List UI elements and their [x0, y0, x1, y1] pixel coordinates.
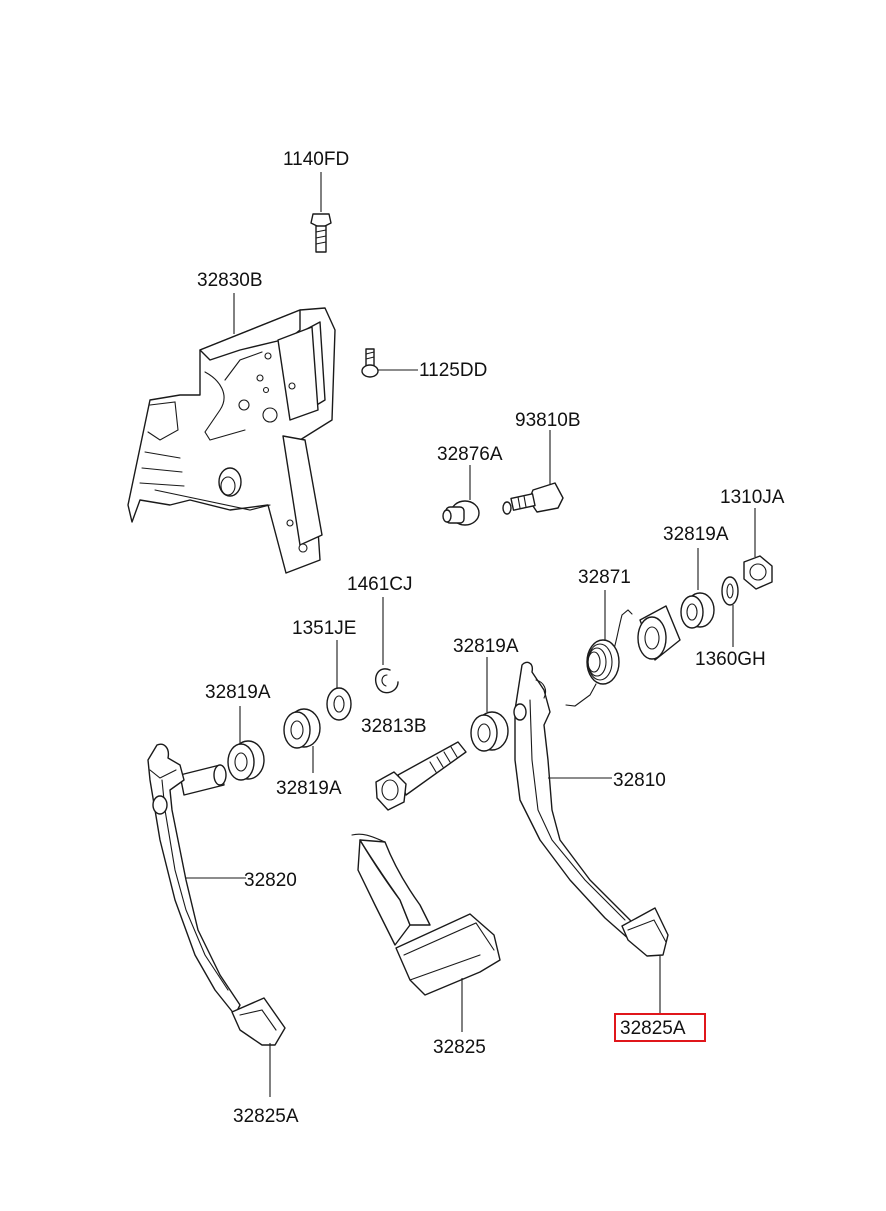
washer-1351je[interactable]	[326, 640, 352, 721]
bracket-32830b[interactable]	[127, 293, 336, 574]
label-32819a-left[interactable]: 32819A	[205, 682, 271, 703]
screw-1125dd[interactable]	[361, 348, 418, 378]
pedal-arm-32820[interactable]	[147, 743, 286, 1046]
switch-93810b[interactable]	[502, 430, 564, 515]
label-32825a-right[interactable]: 32825A	[620, 1018, 686, 1039]
bushing-32819a-bottom[interactable]	[283, 708, 321, 773]
label-1351je[interactable]: 1351JE	[292, 618, 356, 639]
label-1461cj[interactable]: 1461CJ	[347, 574, 413, 595]
label-1140fd[interactable]: 1140FD	[283, 149, 349, 170]
pedal-arm-32810[interactable]	[513, 661, 669, 957]
bolt-32813b[interactable]	[375, 741, 467, 811]
bushing-32819a-top[interactable]	[680, 548, 715, 629]
pedal-pad-32825[interactable]	[351, 833, 501, 1032]
label-1310ja[interactable]: 1310JA	[720, 487, 785, 508]
label-32820[interactable]: 32820	[244, 870, 297, 891]
label-1360gh[interactable]: 1360GH	[695, 649, 766, 670]
label-32871[interactable]: 32871	[578, 567, 631, 588]
collar-sleeve[interactable]	[637, 605, 681, 661]
label-93810b[interactable]: 93810B	[515, 410, 581, 431]
stopper-32876a[interactable]	[442, 465, 480, 526]
label-32876a[interactable]: 32876A	[437, 444, 503, 465]
washer-1360gh[interactable]	[721, 576, 739, 647]
spring-32871[interactable]	[565, 590, 633, 707]
label-32830b[interactable]: 32830B	[197, 270, 263, 291]
highlight-box	[614, 1013, 706, 1042]
label-32810[interactable]: 32810	[613, 770, 666, 791]
nut-1310ja[interactable]	[743, 508, 773, 590]
bolt-1140fd[interactable]	[310, 172, 332, 253]
clip-1461cj[interactable]	[374, 597, 399, 694]
bushing-32819a-mid[interactable]	[470, 657, 509, 752]
label-32825[interactable]: 32825	[433, 1037, 486, 1058]
label-32819a-mid[interactable]: 32819A	[453, 636, 519, 657]
bushing-32819a-left[interactable]	[227, 706, 265, 781]
label-1125dd[interactable]: 1125DD	[419, 360, 487, 381]
label-32819a-top[interactable]: 32819A	[663, 524, 729, 545]
label-32819a-bottom[interactable]: 32819A	[276, 778, 342, 799]
label-32813b[interactable]: 32813B	[361, 716, 427, 737]
label-32825a-left[interactable]: 32825A	[233, 1106, 299, 1127]
pedal-pad-32825a-right[interactable]	[614, 956, 706, 1042]
